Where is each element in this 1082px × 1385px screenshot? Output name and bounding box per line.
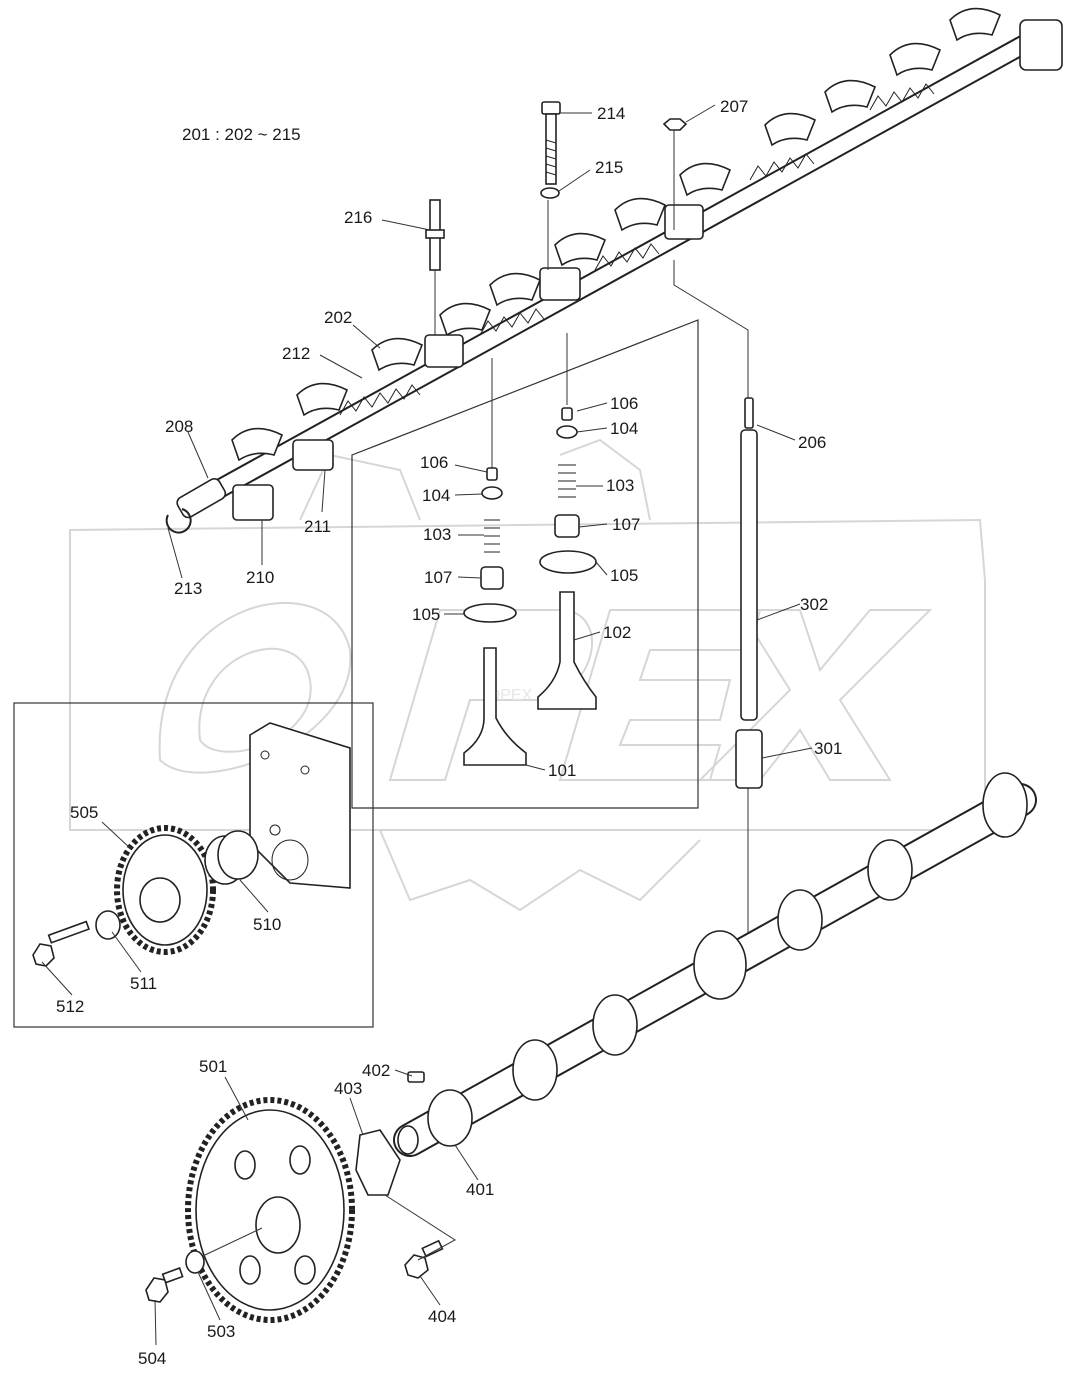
idler-gear-505 <box>114 825 216 955</box>
nut-207 <box>662 118 688 131</box>
label-401: 401 <box>466 1180 494 1199</box>
label-403: 403 <box>334 1079 362 1098</box>
idler-gear-detail-box <box>13 702 374 1028</box>
label-104-right: 104 <box>610 419 638 438</box>
label-213: 213 <box>174 579 202 598</box>
bolt-512 <box>32 920 90 967</box>
bolt-404 <box>404 1239 444 1279</box>
label-510: 510 <box>253 915 281 934</box>
label-208: 208 <box>165 417 193 436</box>
label-103-left: 103 <box>423 525 451 544</box>
label-102: 102 <box>603 623 631 642</box>
bolt-214 <box>541 101 561 185</box>
label-210: 210 <box>246 568 274 587</box>
label-104-left: 104 <box>422 486 450 505</box>
label-505: 505 <box>70 803 98 822</box>
label-503: 503 <box>207 1322 235 1341</box>
label-402: 402 <box>362 1061 390 1080</box>
watermark-text: OPEX <box>488 687 533 704</box>
label-103-right: 103 <box>606 476 634 495</box>
label-206: 206 <box>798 433 826 452</box>
label-106-left: 106 <box>420 453 448 472</box>
assembly-note: 201 : 202 ~ 215 <box>182 125 301 144</box>
leader-lines-top <box>434 130 749 940</box>
leader-404 <box>384 1194 456 1261</box>
label-212: 212 <box>282 344 310 363</box>
camshaft-401 <box>393 772 1037 1157</box>
key-402 <box>407 1071 425 1083</box>
gear-case-plate <box>249 722 351 889</box>
label-216: 216 <box>344 208 372 227</box>
valve-detail-box <box>351 319 699 809</box>
watermark-logo: OPEX <box>69 438 986 912</box>
bolt-504 <box>145 1267 184 1303</box>
rocker-shaft-assembly <box>165 7 1063 534</box>
stud-216 <box>425 199 445 271</box>
label-504: 504 <box>138 1349 166 1368</box>
idler-shaft-510 <box>204 830 259 885</box>
label-107-right: 107 <box>612 515 640 534</box>
label-512: 512 <box>56 997 84 1016</box>
plate-511 <box>95 910 121 940</box>
label-301: 301 <box>814 739 842 758</box>
label-404: 404 <box>428 1307 456 1326</box>
valve-parts <box>463 407 597 766</box>
label-106-right: 106 <box>610 394 638 413</box>
label-101: 101 <box>548 761 576 780</box>
label-105-left: 105 <box>412 605 440 624</box>
label-211: 211 <box>304 517 331 536</box>
label-107-left: 107 <box>424 568 452 587</box>
washer-503 <box>185 1250 205 1274</box>
label-207: 207 <box>720 97 748 116</box>
push-rod-302 <box>740 397 758 721</box>
label-202: 202 <box>324 308 352 327</box>
label-leaders <box>41 104 813 1346</box>
label-215: 215 <box>595 158 623 177</box>
cam-gear-501 <box>185 1097 355 1323</box>
label-511: 511 <box>130 974 157 993</box>
thrust-plate-403 <box>355 1129 401 1196</box>
label-302: 302 <box>800 595 828 614</box>
tappet-301 <box>735 729 763 789</box>
label-105-right: 105 <box>610 566 638 585</box>
washer-215 <box>540 187 560 199</box>
label-214: 214 <box>597 104 625 123</box>
leader-503 <box>204 1227 263 1256</box>
label-501: 501 <box>199 1057 227 1076</box>
